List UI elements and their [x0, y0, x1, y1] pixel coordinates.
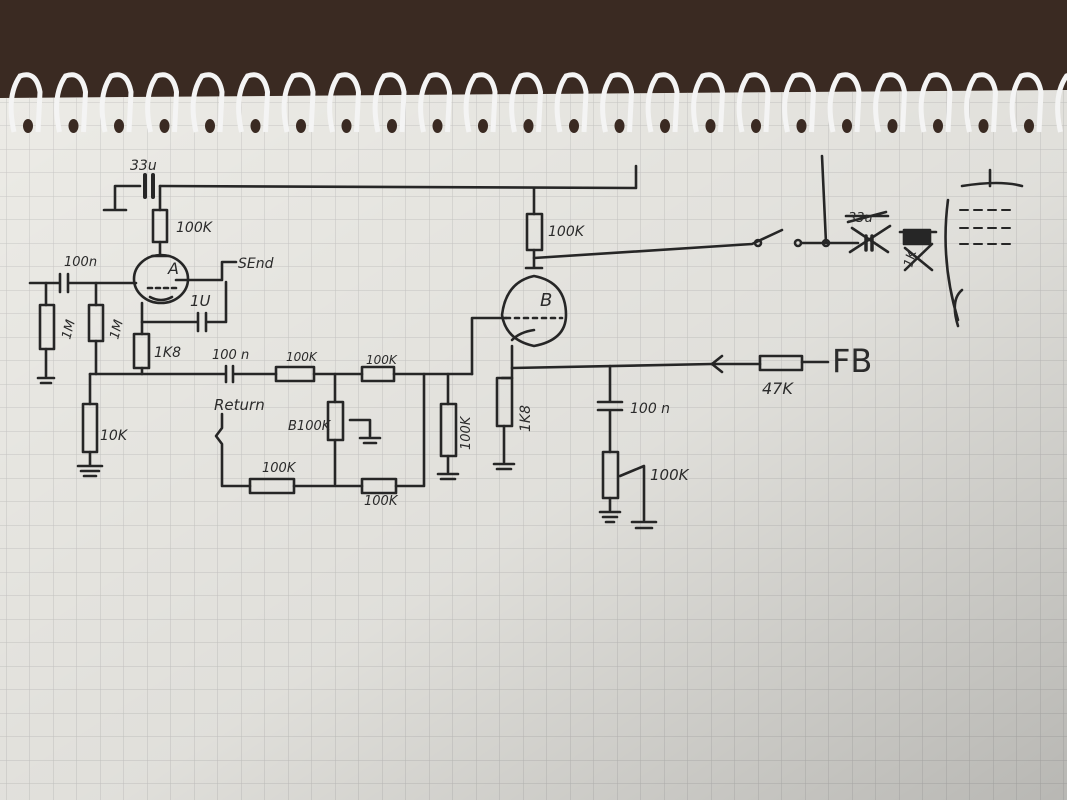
binding-hole: [796, 119, 807, 133]
label-res-100k-vertical: 100K: [459, 415, 474, 450]
binding-hole: [296, 119, 306, 133]
spiral-coil: [645, 72, 680, 133]
label-send: SEnd: [238, 256, 274, 272]
label-tube-a: A: [167, 259, 179, 278]
spiral-coil: [190, 72, 225, 133]
label-cap-33u: 33u: [130, 158, 157, 174]
binding-hole: [887, 119, 898, 133]
spiral-coil: [418, 72, 453, 133]
spiral-coil: [600, 72, 635, 133]
spiral-coil: [554, 72, 589, 133]
binding-hole: [159, 119, 170, 133]
label-res-47k: 47K: [762, 379, 794, 398]
label-tube-b: B: [540, 290, 552, 311]
spiral-coil: [691, 72, 726, 133]
spiral-coil: [1009, 72, 1044, 133]
spiral-binding: [8, 72, 1067, 133]
spiral-coil: [782, 72, 817, 133]
label-res-100k-b-plate: 100K: [548, 224, 586, 240]
shadow-overlay: [0, 90, 1067, 800]
label-res-1k8-b: 1K8: [518, 405, 534, 432]
label-pot-100k-fb: 100K: [650, 466, 690, 484]
binding-hole: [387, 119, 397, 133]
label-res-100k-bottom2: 100K: [364, 494, 399, 509]
spiral-coil: [827, 72, 862, 133]
label-res-100k-mid2: 100K: [366, 353, 398, 367]
label-cap-100n-in: 100n: [64, 255, 97, 270]
label-crossed-res: 1K: [901, 248, 920, 270]
label-cap-100n-mid: 100 n: [212, 348, 249, 363]
binding-hole: [705, 119, 716, 133]
binding-hole: [523, 119, 534, 133]
spiral-coil: [964, 72, 999, 133]
label-res-100k-mid1: 100K: [286, 350, 318, 364]
binding-hole: [250, 119, 261, 133]
labels: 33u 100K A 100n SEnd 1U 1M 1M 1K8 10K 10…: [59, 158, 920, 509]
label-cap-1u: 1U: [190, 292, 211, 310]
label-cap-100n-fb: 100 n: [630, 401, 670, 417]
binding-hole: [341, 119, 352, 133]
spiral-coil: [918, 72, 953, 133]
spiral-coil: [372, 72, 407, 133]
label-pot-b100k: B100K: [288, 419, 332, 434]
binding-hole: [660, 119, 670, 133]
binding-hole: [68, 119, 79, 133]
spiral-coil: [281, 72, 316, 133]
label-res-10k: 10K: [100, 428, 129, 444]
label-return: Return: [214, 396, 265, 414]
label-fb: FB: [832, 342, 872, 380]
spiral-coil: [463, 72, 498, 133]
label-res-100k-a-plate: 100K: [176, 220, 214, 236]
spiral-coil: [509, 72, 544, 133]
binding-hole: [614, 119, 625, 133]
label-res-1m-a: 1M: [59, 318, 79, 341]
spiral-coil: [99, 72, 134, 133]
label-crossed-cap: 33u: [848, 211, 873, 226]
binding-hole: [978, 119, 989, 133]
spiral-coil: [873, 72, 908, 133]
circuit-wires: [28, 154, 1024, 530]
binding-hole: [1024, 119, 1034, 133]
binding-hole: [432, 119, 443, 133]
label-res-1m-b: 1M: [107, 318, 127, 341]
label-res-100k-bottom1: 100K: [262, 461, 297, 476]
binding-hole: [933, 119, 943, 133]
spiral-coil: [327, 72, 362, 133]
spiral-coil: [736, 72, 771, 133]
binding-hole: [23, 119, 33, 133]
spiral-coil: [8, 72, 43, 133]
binding-hole: [114, 119, 124, 133]
spiral-coil: [54, 72, 89, 133]
binding-hole: [751, 119, 761, 133]
spiral-coil: [236, 72, 271, 133]
binding-hole: [842, 119, 852, 133]
label-res-1k8-a: 1K8: [154, 345, 181, 361]
binding-hole: [205, 119, 215, 133]
binding-hole: [478, 119, 488, 133]
spiral-coil: [145, 72, 180, 133]
binding-hole: [569, 119, 579, 133]
